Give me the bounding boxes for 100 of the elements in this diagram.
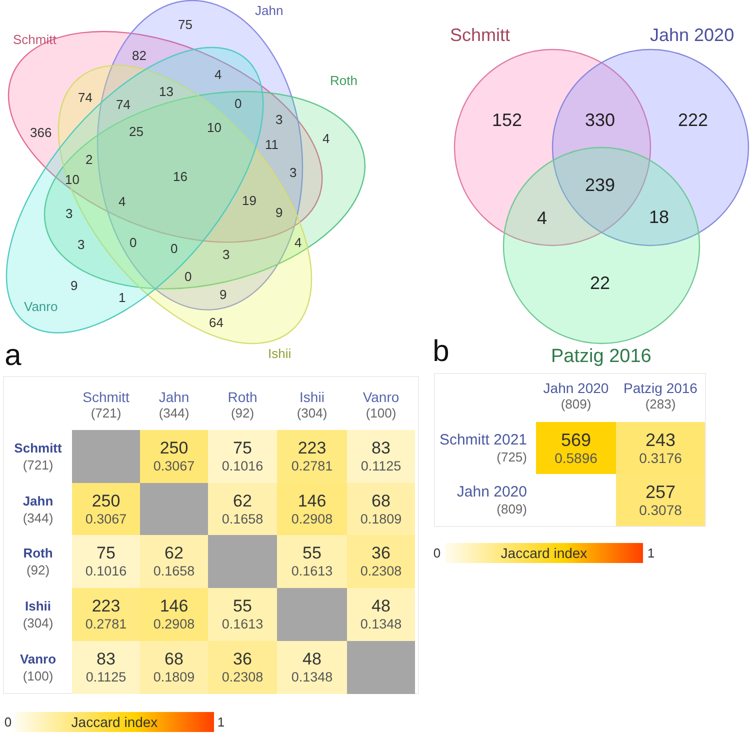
panel-letter: b — [432, 337, 450, 367]
row-header: Roth — [23, 546, 53, 560]
row-header: Jahn — [22, 494, 54, 508]
jaccard-value: 0.1348 — [291, 670, 333, 684]
jaccard-value: 0.2908 — [153, 617, 195, 631]
overlap-count: 146 — [298, 492, 326, 510]
overlap-count: 75 — [96, 544, 116, 562]
column-header: Jahn 2020 — [543, 381, 609, 395]
overlap-count: 75 — [233, 440, 252, 456]
set-label: Schmitt — [12, 32, 56, 46]
region-count: 25 — [129, 124, 144, 138]
set-ellipse — [57, 64, 313, 360]
region-count: 74 — [116, 98, 130, 110]
region-count: 82 — [132, 48, 146, 62]
region-count: 4 — [118, 194, 126, 208]
sample-count: (283) — [645, 398, 676, 410]
jaccard-value: 0.1348 — [360, 617, 402, 631]
sample-count: (304) — [22, 616, 54, 630]
scale-label: 1 — [217, 716, 225, 728]
region-count: 4 — [214, 68, 222, 80]
region-count: 4 — [294, 236, 302, 248]
jaccard-value: 0.2308 — [360, 564, 402, 578]
jaccard-value: 0.1809 — [153, 670, 195, 684]
region-count: 3 — [222, 248, 230, 260]
scale-label: 0 — [433, 546, 441, 560]
scale-label: 0 — [4, 716, 12, 728]
region-count: 2 — [86, 152, 93, 166]
set-label: Patzig 2016 — [551, 347, 652, 366]
set-label: Ishii — [268, 346, 292, 360]
sample-count: (809) — [560, 398, 592, 410]
row-header: Jahn 2020 — [456, 484, 527, 500]
column-header: Ishii — [300, 390, 324, 404]
overlap-count: 36 — [372, 544, 390, 562]
region-count: 239 — [585, 176, 616, 194]
sample-count: (344) — [22, 512, 54, 524]
overlap-count: 250 — [92, 492, 120, 510]
region-count: 0 — [184, 270, 192, 282]
jaccard-value: 0.2781 — [85, 617, 127, 631]
overlap-count: 48 — [302, 650, 322, 668]
region-count: 9 — [220, 288, 227, 300]
overlap-count: 68 — [372, 492, 390, 510]
set-label: Roth — [330, 74, 358, 87]
jaccard-value: 0.3067 — [153, 459, 195, 473]
region-count: 10 — [207, 120, 222, 134]
region-count: 3 — [66, 206, 73, 220]
column-header: Schmitt — [82, 390, 130, 404]
region-count: 10 — [65, 172, 80, 186]
overlap-count: 55 — [233, 598, 252, 614]
region-count: 1 — [118, 290, 126, 304]
colorbar-title: Jaccard index — [71, 715, 158, 729]
overlap-count: 223 — [92, 598, 120, 614]
sample-count: (721) — [22, 458, 54, 472]
overlap-count: 36 — [233, 650, 252, 668]
region-count: 64 — [209, 316, 224, 328]
region-count: 3 — [78, 238, 85, 250]
jaccard-value: 0.1016 — [222, 459, 264, 473]
region-count: 3 — [290, 166, 297, 178]
overlap-count: 569 — [560, 431, 592, 449]
set-label: Schmitt — [450, 26, 510, 44]
sample-count: (100) — [22, 670, 54, 682]
jaccard-value: 0.1016 — [85, 564, 127, 578]
sample-count: (92) — [230, 406, 254, 420]
region-count: 330 — [585, 111, 616, 129]
overlap-count: 68 — [164, 650, 184, 668]
column-header: Patzig 2016 — [624, 381, 698, 395]
region-count: 19 — [242, 194, 256, 206]
region-count: 75 — [178, 18, 192, 30]
scale-label: 1 — [647, 546, 655, 560]
overlap-count: 62 — [233, 492, 252, 510]
overlap-count: 83 — [372, 440, 390, 456]
region-count: 9 — [70, 278, 78, 292]
jaccard-value: 0.1809 — [360, 512, 402, 526]
jaccard-value: 0.2908 — [291, 512, 333, 526]
row-header: Vanro — [20, 652, 56, 666]
overlap-count: 55 — [302, 544, 322, 562]
region-count: 4 — [537, 209, 548, 227]
region-count: 4 — [322, 132, 330, 144]
region-count: 0 — [130, 236, 137, 248]
sample-count: (304) — [296, 406, 328, 420]
region-count: 222 — [678, 111, 708, 129]
jaccard-value: 0.3176 — [639, 451, 682, 465]
sample-count: (92) — [26, 564, 50, 576]
set-ellipse — [5, 46, 265, 334]
region-count: 0 — [234, 96, 242, 110]
jaccard-value: 0.3067 — [85, 512, 127, 526]
jaccard-value: 0.1613 — [222, 617, 264, 631]
region-count: 22 — [590, 274, 610, 292]
jaccard-value: 0.2781 — [291, 459, 333, 473]
region-count: 152 — [492, 111, 522, 129]
column-header: Vanro — [362, 390, 400, 404]
set-label: Jahn — [254, 4, 284, 17]
sample-count: (725) — [496, 450, 527, 464]
set-circle — [502, 146, 700, 366]
colorbar-title: Jaccard index — [500, 546, 588, 560]
region-count: 366 — [30, 126, 52, 138]
column-header: Roth — [228, 390, 258, 404]
overlap-count: 250 — [160, 440, 188, 456]
region-count: 3 — [276, 112, 283, 126]
region-count: 11 — [265, 138, 278, 150]
overlap-count: 48 — [372, 598, 390, 614]
